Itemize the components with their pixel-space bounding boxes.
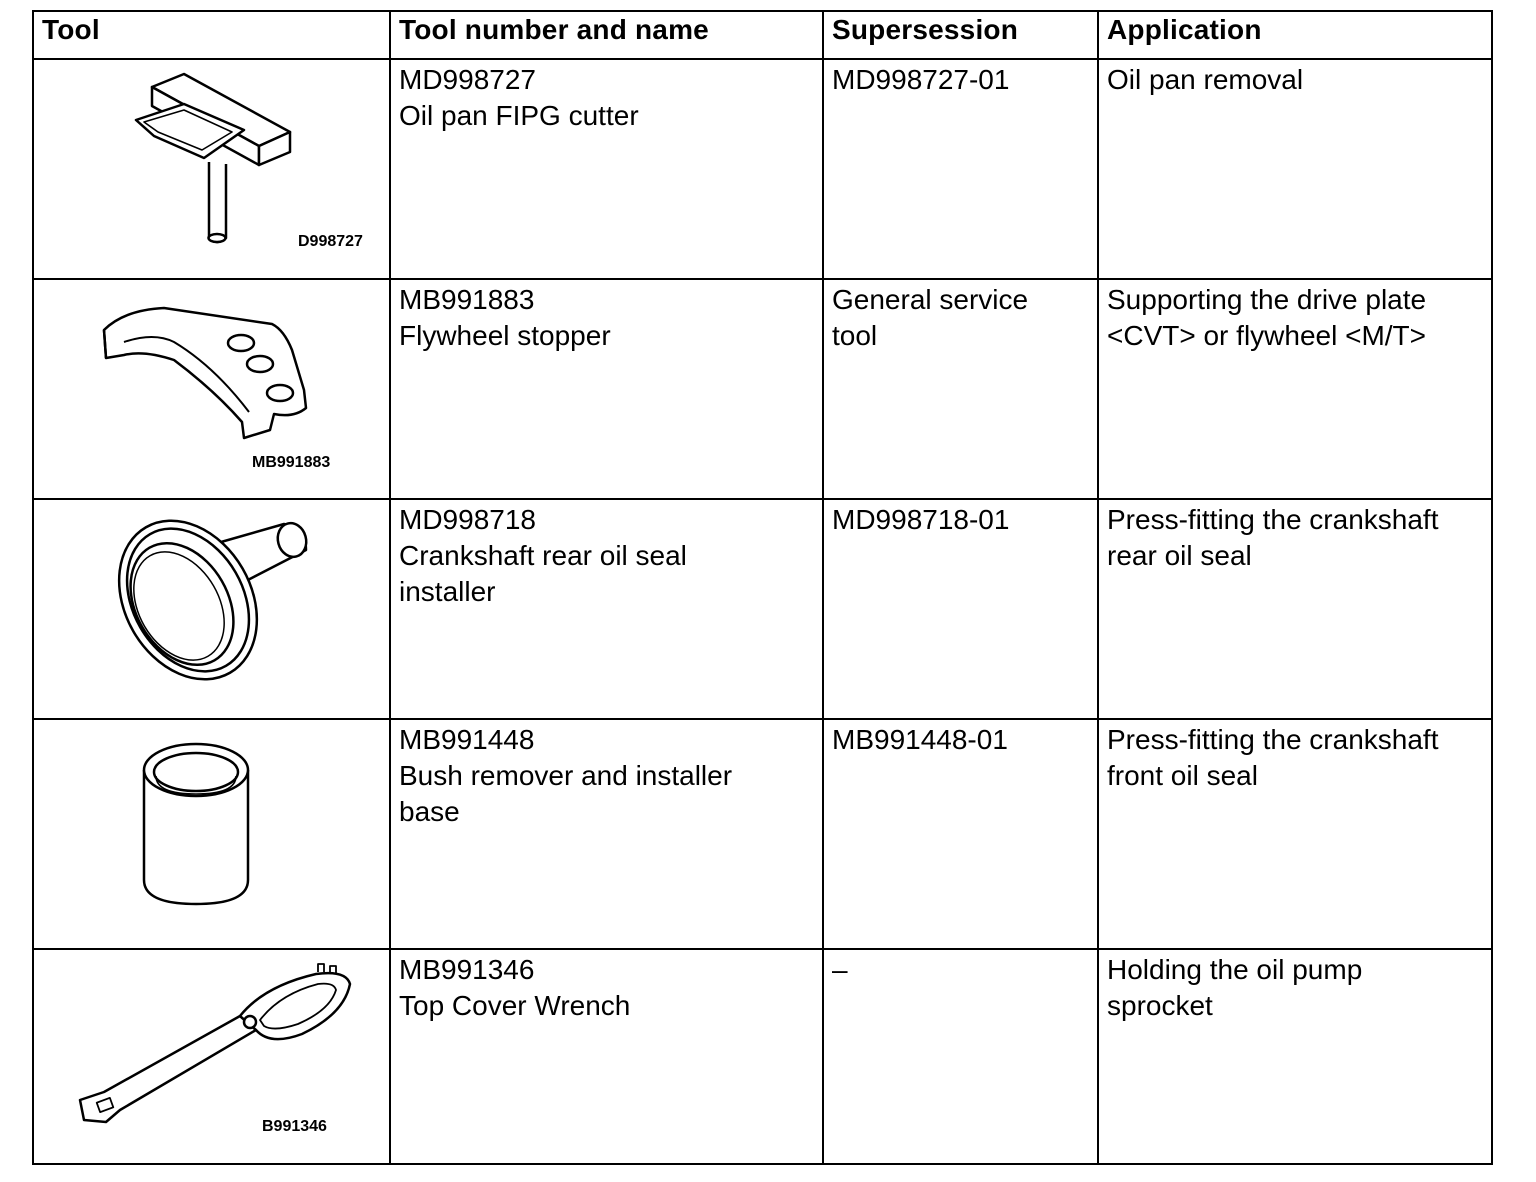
tool-name-line: installer [399,576,496,607]
tool-image-cell [32,498,391,720]
tool-name-line: Flywheel stopper [399,320,611,351]
application-cell: Supporting the drive plate <CVT> or flyw… [1097,278,1493,500]
tool-number-name-cell: MB991346 Top Cover Wrench [389,948,824,1165]
tool-number-name-cell: MD998718 Crankshaft rear oil seal instal… [389,498,824,720]
tool-number: MD998727 [399,64,536,95]
supersession-cell: General service tool [822,278,1099,500]
tool-image-label: MB991883 [252,454,331,471]
application-line: Supporting the drive plate [1107,284,1427,315]
tool-image-label: B991346 [262,1118,327,1135]
application-cell: Press-fitting the crankshaft rear oil se… [1097,498,1493,720]
supersession-line: General service [832,284,1029,315]
supersession-cell: MB991448-01 [822,718,1099,950]
tool-name-line: base [399,796,460,827]
oil-pan-fipg-cutter-icon [134,72,292,244]
application-line: rear oil seal [1107,540,1252,571]
tool-number: MB991346 [399,954,535,985]
tool-name-line: Crankshaft rear oil seal [399,540,687,571]
table-row: MD998718 Crankshaft rear oil seal instal… [32,498,1493,720]
header-application: Application [1097,10,1493,60]
tool-image-cell: D998727 [32,58,391,280]
tool-number: MB991448 [399,724,535,755]
tool-image-cell: B991346 [32,948,391,1165]
tool-image-label: D998727 [298,233,363,250]
supersession-line: MD998727-01 [832,64,1010,95]
application-line: Press-fitting the crankshaft [1107,724,1439,755]
special-tools-table: Tool Tool number and name Supersession A… [32,10,1493,1165]
supersession-cell: MD998727-01 [822,58,1099,280]
tool-number: MB991883 [399,284,535,315]
table-row: MB991448 Bush remover and installer base… [32,718,1493,950]
table-row: D998727 MD998727 Oil pan FIPG cutter MD9… [32,58,1493,280]
tool-name-line: Bush remover and installer [399,760,733,791]
tool-number-name-cell: MB991448 Bush remover and installer base [389,718,824,950]
top-cover-wrench-icon [78,963,352,1124]
supersession-line: MB991448-01 [832,724,1008,755]
supersession-line: – [832,954,848,985]
tool-name-line: Top Cover Wrench [399,990,631,1021]
supersession-cell: – [822,948,1099,1165]
application-cell: Press-fitting the crankshaft front oil s… [1097,718,1493,950]
header-tool: Tool [32,10,391,60]
tool-number-name-cell: MB991883 Flywheel stopper [389,278,824,500]
application-cell: Holding the oil pump sprocket [1097,948,1493,1165]
tool-image-cell [32,718,391,950]
supersession-cell: MD998718-01 [822,498,1099,720]
flywheel-stopper-icon [102,306,308,440]
installer-base-icon [142,742,250,906]
oil-seal-installer-icon [117,519,308,681]
application-line: Press-fitting the crankshaft [1107,504,1439,535]
tool-number: MD998718 [399,504,536,535]
tool-name-line: Oil pan FIPG cutter [399,100,639,131]
application-cell: Oil pan removal [1097,58,1493,280]
header-tool-number-and-name: Tool number and name [389,10,824,60]
application-line: front oil seal [1107,760,1258,791]
supersession-line: MD998718-01 [832,504,1010,535]
application-line: <CVT> or flywheel <M/T> [1107,320,1427,351]
tool-number-name-cell: MD998727 Oil pan FIPG cutter [389,58,824,280]
tool-image-cell: MB991883 [32,278,391,500]
application-line: sprocket [1107,990,1213,1021]
application-line: Holding the oil pump [1107,954,1363,985]
table-row: B991346 MB991346 Top Cover Wrench – Hold… [32,948,1493,1165]
header-row: Tool Tool number and name Supersession A… [32,10,1493,60]
table-row: MB991883 MB991883 Flywheel stopper Gener… [32,278,1493,500]
header-supersession: Supersession [822,10,1099,60]
application-line: Oil pan removal [1107,64,1304,95]
supersession-line: tool [832,320,878,351]
